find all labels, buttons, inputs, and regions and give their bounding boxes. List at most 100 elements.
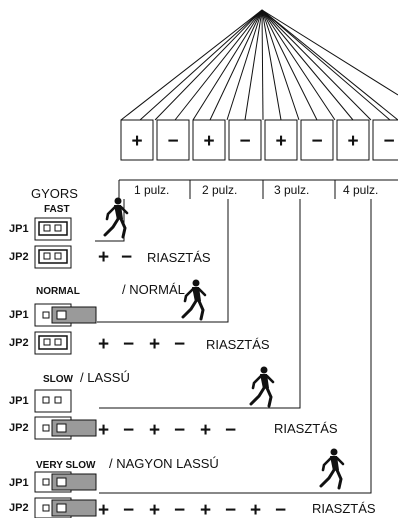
zone-sign: + <box>275 131 286 152</box>
fan-ray <box>174 9 263 121</box>
drop-line-3 <box>99 199 301 409</box>
sequence-sign: − <box>275 500 286 518</box>
jp1-label: JP1 <box>9 477 29 489</box>
sequence-sign: + <box>149 420 160 441</box>
zone-block <box>156 119 190 161</box>
sequence-sign: + <box>98 247 109 268</box>
walking-person-icon <box>249 365 275 408</box>
sequence-sign: + <box>98 500 109 518</box>
mode-title-hu: / LASSÚ <box>80 370 130 385</box>
jp1-label: JP1 <box>9 309 29 321</box>
sequence-sign: + <box>149 500 160 518</box>
mode-title-en: NORMAL <box>36 286 80 297</box>
jumper-icon <box>34 389 72 413</box>
fan-ray <box>209 9 263 121</box>
pulse-label: 2 pulz. <box>202 183 237 197</box>
fan-ray <box>261 9 300 121</box>
jumper-icon <box>34 245 72 269</box>
zone-block <box>300 119 334 161</box>
zone-sign: − <box>383 131 394 152</box>
pulse-label: 4 pulz. <box>343 183 378 197</box>
zone-block <box>120 119 154 161</box>
zone-block <box>336 119 370 161</box>
sequence-sign: − <box>121 247 132 268</box>
zone-sign: + <box>131 131 142 152</box>
fan-ray <box>261 9 318 121</box>
sequence-sign: + <box>200 420 211 441</box>
sequence-sign: + <box>149 334 160 355</box>
detection-fan <box>120 9 398 121</box>
jp2-label: JP2 <box>9 251 29 263</box>
zone-sign: − <box>239 131 250 152</box>
fan-ray <box>261 9 336 121</box>
sequence-sign: − <box>225 420 236 441</box>
jumper-icon <box>34 471 97 493</box>
walking-person-icon <box>319 447 345 490</box>
fan-ray <box>261 9 372 121</box>
mode-very-slow: VERY SLOW / NAGYON LASSÚ JP1 JP2 + − + −… <box>9 447 376 518</box>
sequence-sign: + <box>98 334 109 355</box>
mode-fast: GYORS FAST JP1 JP2 + − RIASZTÁS <box>9 186 211 269</box>
jumper-icon <box>34 217 72 241</box>
pulse-label: 3 pulz. <box>274 183 309 197</box>
drop-line-4 <box>99 199 372 494</box>
sequence-sign: + <box>98 420 109 441</box>
fan-ray <box>139 9 263 121</box>
zone-block <box>192 119 226 161</box>
zone-sign: − <box>311 131 322 152</box>
zone-sign: + <box>347 131 358 152</box>
sequence-sign: − <box>225 500 236 518</box>
walking-person-icon <box>181 278 207 321</box>
jp2-label: JP2 <box>9 502 29 514</box>
zone-sign: − <box>167 131 178 152</box>
sequence-sign: + <box>250 500 261 518</box>
zone-block <box>264 119 298 161</box>
drop-line-2 <box>97 199 229 323</box>
mode-title-hu: / NAGYON LASSÚ <box>109 456 219 471</box>
jumper-icon <box>34 303 97 327</box>
alarm-label: RIASZTÁS <box>274 421 338 436</box>
jp2-label: JP2 <box>9 422 29 434</box>
mode-title-en: VERY SLOW <box>36 460 96 471</box>
mode-title-hu: GYORS <box>31 186 78 201</box>
mode-normal: NORMAL / NORMÁL JP1 JP2 + − + − RIASZTÁS <box>9 278 270 355</box>
alarm-label: RIASZTÁS <box>147 250 211 265</box>
sequence-sign: − <box>174 334 185 355</box>
mode-title-hu: / NORMÁL <box>122 282 185 297</box>
jumper-icon <box>34 497 97 518</box>
mode-title-en: SLOW <box>43 374 74 385</box>
zone-block <box>228 119 262 161</box>
sequence-sign: − <box>174 500 185 518</box>
sequence-sign: − <box>174 420 185 441</box>
jp1-label: JP1 <box>9 395 29 407</box>
fan-ray <box>261 9 398 96</box>
pulse-drop-lines <box>95 199 372 494</box>
fan-ray <box>261 9 398 121</box>
pulse-label-row: 1 pulz. 2 pulz. 3 pulz. 4 pulz. <box>118 179 398 199</box>
alarm-label: RIASZTÁS <box>312 501 376 516</box>
fan-ray <box>261 9 264 121</box>
fan-ray <box>261 9 354 121</box>
fan-ray <box>244 9 263 121</box>
jp2-label: JP2 <box>9 337 29 349</box>
drop-line-1 <box>95 199 125 242</box>
mode-slow: SLOW / LASSÚ JP1 JP2 + − + − + − RIASZTÁ… <box>9 365 338 441</box>
sequence-sign: − <box>123 334 134 355</box>
fan-ray <box>120 9 263 121</box>
jumper-icon <box>34 331 72 355</box>
jp1-label: JP1 <box>9 223 29 235</box>
fan-ray <box>192 9 263 121</box>
mode-title-en: FAST <box>44 204 70 215</box>
fan-ray <box>261 9 282 121</box>
zone-sign: + <box>203 131 214 152</box>
sequence-sign: + <box>200 500 211 518</box>
fan-ray <box>226 9 263 121</box>
zone-block <box>372 119 398 161</box>
fan-ray <box>154 9 263 121</box>
alarm-label: RIASZTÁS <box>206 337 270 352</box>
jumper-icon <box>34 416 97 440</box>
sequence-sign: − <box>123 500 134 518</box>
zone-block-row: + − + − + − + − <box>120 119 398 161</box>
pulse-label: 1 pulz. <box>134 183 169 197</box>
